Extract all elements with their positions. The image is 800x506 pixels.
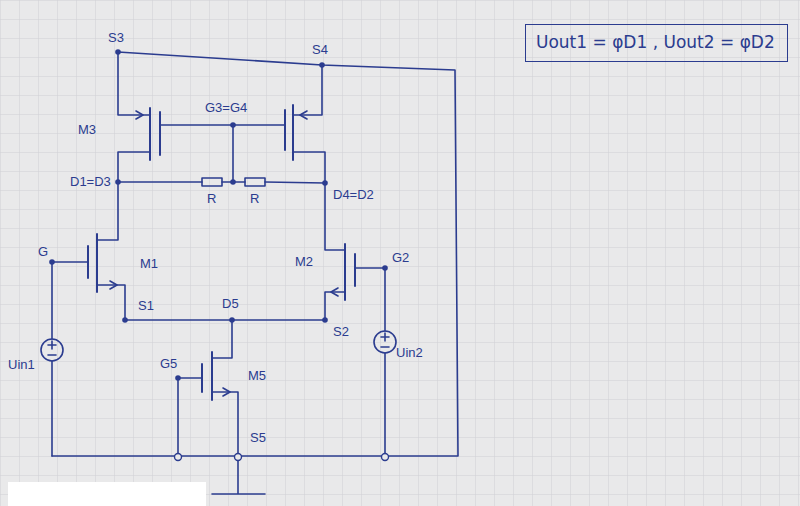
wire	[212, 320, 232, 358]
junction-dot	[49, 259, 55, 265]
wire	[118, 52, 150, 115]
channel	[96, 234, 98, 292]
polarity-sign	[381, 333, 389, 347]
wires	[41, 52, 458, 494]
wire	[232, 125, 234, 182]
node-label: D5	[222, 296, 239, 312]
arrow	[300, 111, 307, 119]
wire	[293, 65, 322, 115]
resistor-symbol	[202, 178, 222, 186]
terminal	[235, 454, 242, 461]
ground-symbol	[212, 456, 265, 494]
junction-dot	[322, 180, 328, 186]
node-label: G	[38, 244, 48, 260]
voltage-source	[41, 339, 63, 361]
formula-box: Uout1 = φD1 , Uout2 = φD2	[525, 24, 788, 62]
resistor-label: R	[207, 191, 216, 207]
transistor-name: M1	[140, 256, 158, 272]
junction-dot	[230, 179, 236, 185]
wire	[325, 292, 345, 320]
terminal	[382, 454, 389, 461]
wire	[212, 392, 238, 456]
gate-plate	[159, 112, 161, 155]
gate-wire	[355, 267, 385, 269]
arrow	[223, 388, 230, 396]
signal-name: Uin1	[8, 357, 35, 373]
wire	[384, 268, 386, 456]
arrow	[110, 281, 117, 289]
junction-dot	[115, 49, 121, 55]
junction-dot	[229, 317, 235, 323]
junction-dot	[115, 179, 121, 185]
node-label: D4=D2	[333, 187, 374, 203]
resistor-label: R	[250, 191, 259, 207]
junction-dots	[49, 49, 388, 381]
wire	[293, 152, 325, 183]
blank-patch	[8, 482, 206, 506]
node-label: G5	[160, 356, 177, 372]
gate-plate	[354, 254, 356, 286]
formula-text: Uout1 = φD1 , Uout2 = φD2	[536, 31, 777, 53]
node-label: S5	[250, 430, 266, 446]
node-label: D1=D3	[70, 174, 111, 190]
wire	[97, 285, 125, 320]
transistor-name: M2	[295, 254, 313, 270]
wire	[97, 182, 118, 240]
node-label: G3=G4	[205, 100, 247, 116]
junction-dot	[175, 375, 181, 381]
arrow	[136, 111, 143, 119]
transistor-name: M5	[248, 368, 266, 384]
wire	[177, 378, 179, 456]
transistor-name: M3	[78, 122, 96, 138]
gate-plate	[284, 110, 286, 150]
polarity-sign	[48, 341, 56, 355]
junction-dot	[230, 122, 236, 128]
wire	[118, 152, 150, 182]
gate-wire	[52, 261, 88, 263]
terminals	[175, 454, 389, 461]
arrow	[331, 288, 338, 296]
signal-name: Uin2	[396, 345, 423, 361]
junction-dot	[382, 265, 388, 271]
gate-wire	[160, 124, 285, 126]
junction-dot	[322, 317, 328, 323]
resistor-symbol	[245, 178, 265, 186]
wire	[51, 262, 53, 456]
node-label: S1	[138, 298, 154, 314]
voltage-source	[374, 331, 396, 353]
node-label: G2	[392, 250, 409, 266]
node-label: S3	[108, 30, 124, 46]
supply-wire	[52, 52, 458, 456]
gate-wire	[178, 377, 202, 379]
terminal	[175, 454, 182, 461]
wire	[125, 319, 325, 321]
junction-dot	[319, 62, 325, 68]
junction-dot	[122, 317, 128, 323]
node-label: S4	[312, 42, 328, 58]
node-label: S2	[333, 324, 349, 340]
